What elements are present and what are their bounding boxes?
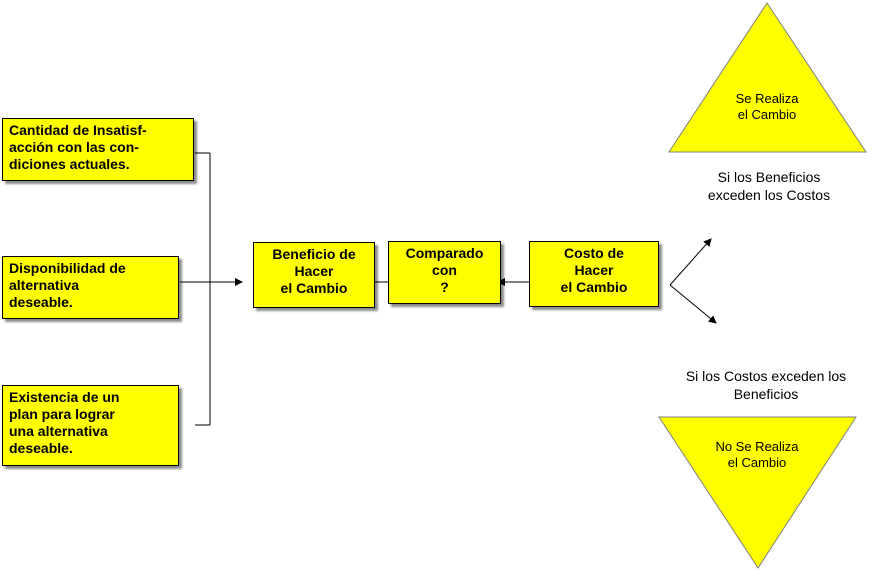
triangle-no-se-realiza	[658, 416, 857, 569]
condition-benefits-exceed: Si los Beneficios exceden los Costos	[707, 169, 831, 203]
compared-box: Comparado con ?	[388, 241, 501, 304]
cause-box-alternative: Disponibilidad de alternativa deseable.	[2, 256, 179, 319]
cause-box-plan: Existencia de un plan para lograr una al…	[2, 385, 179, 466]
cause-box-dissatisfaction: Cantidad de Insatisf- acción con las con…	[2, 118, 194, 181]
triangle-no-se-realiza-label: No Se Realiza el Cambio	[715, 439, 799, 470]
branch-arrow-down	[669, 284, 717, 324]
benefit-box: Beneficio de Hacer el Cambio	[253, 242, 375, 308]
cost-box: Costo de Hacer el Cambio	[529, 241, 659, 307]
condition-costs-exceed: Si los Costos exceden los Beneficios	[685, 368, 847, 402]
triangle-se-realiza	[668, 2, 867, 153]
triangle-se-realiza-label: Se Realiza el Cambio	[735, 91, 799, 122]
branch-arrow-up	[669, 238, 712, 286]
